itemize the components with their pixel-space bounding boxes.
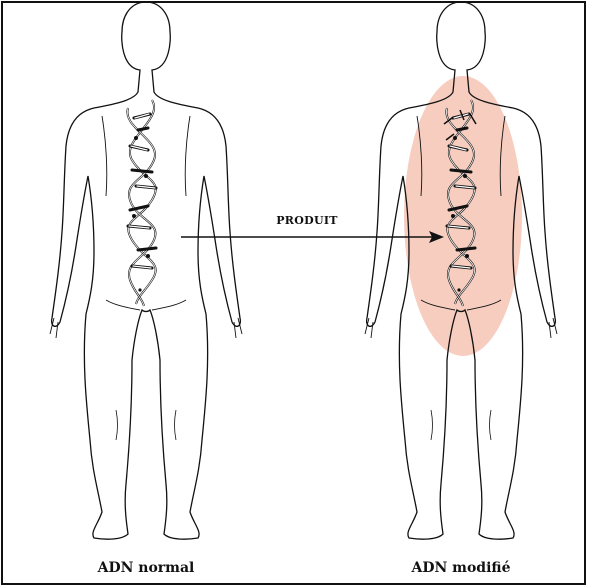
caption-modified-dna: ADN modifié — [411, 560, 510, 576]
dna-helix-normal — [127, 100, 156, 306]
arrow-label: PRODUIT — [276, 214, 338, 227]
human-figure-normal — [50, 2, 242, 539]
caption-normal-dna: ADN normal — [98, 560, 195, 576]
